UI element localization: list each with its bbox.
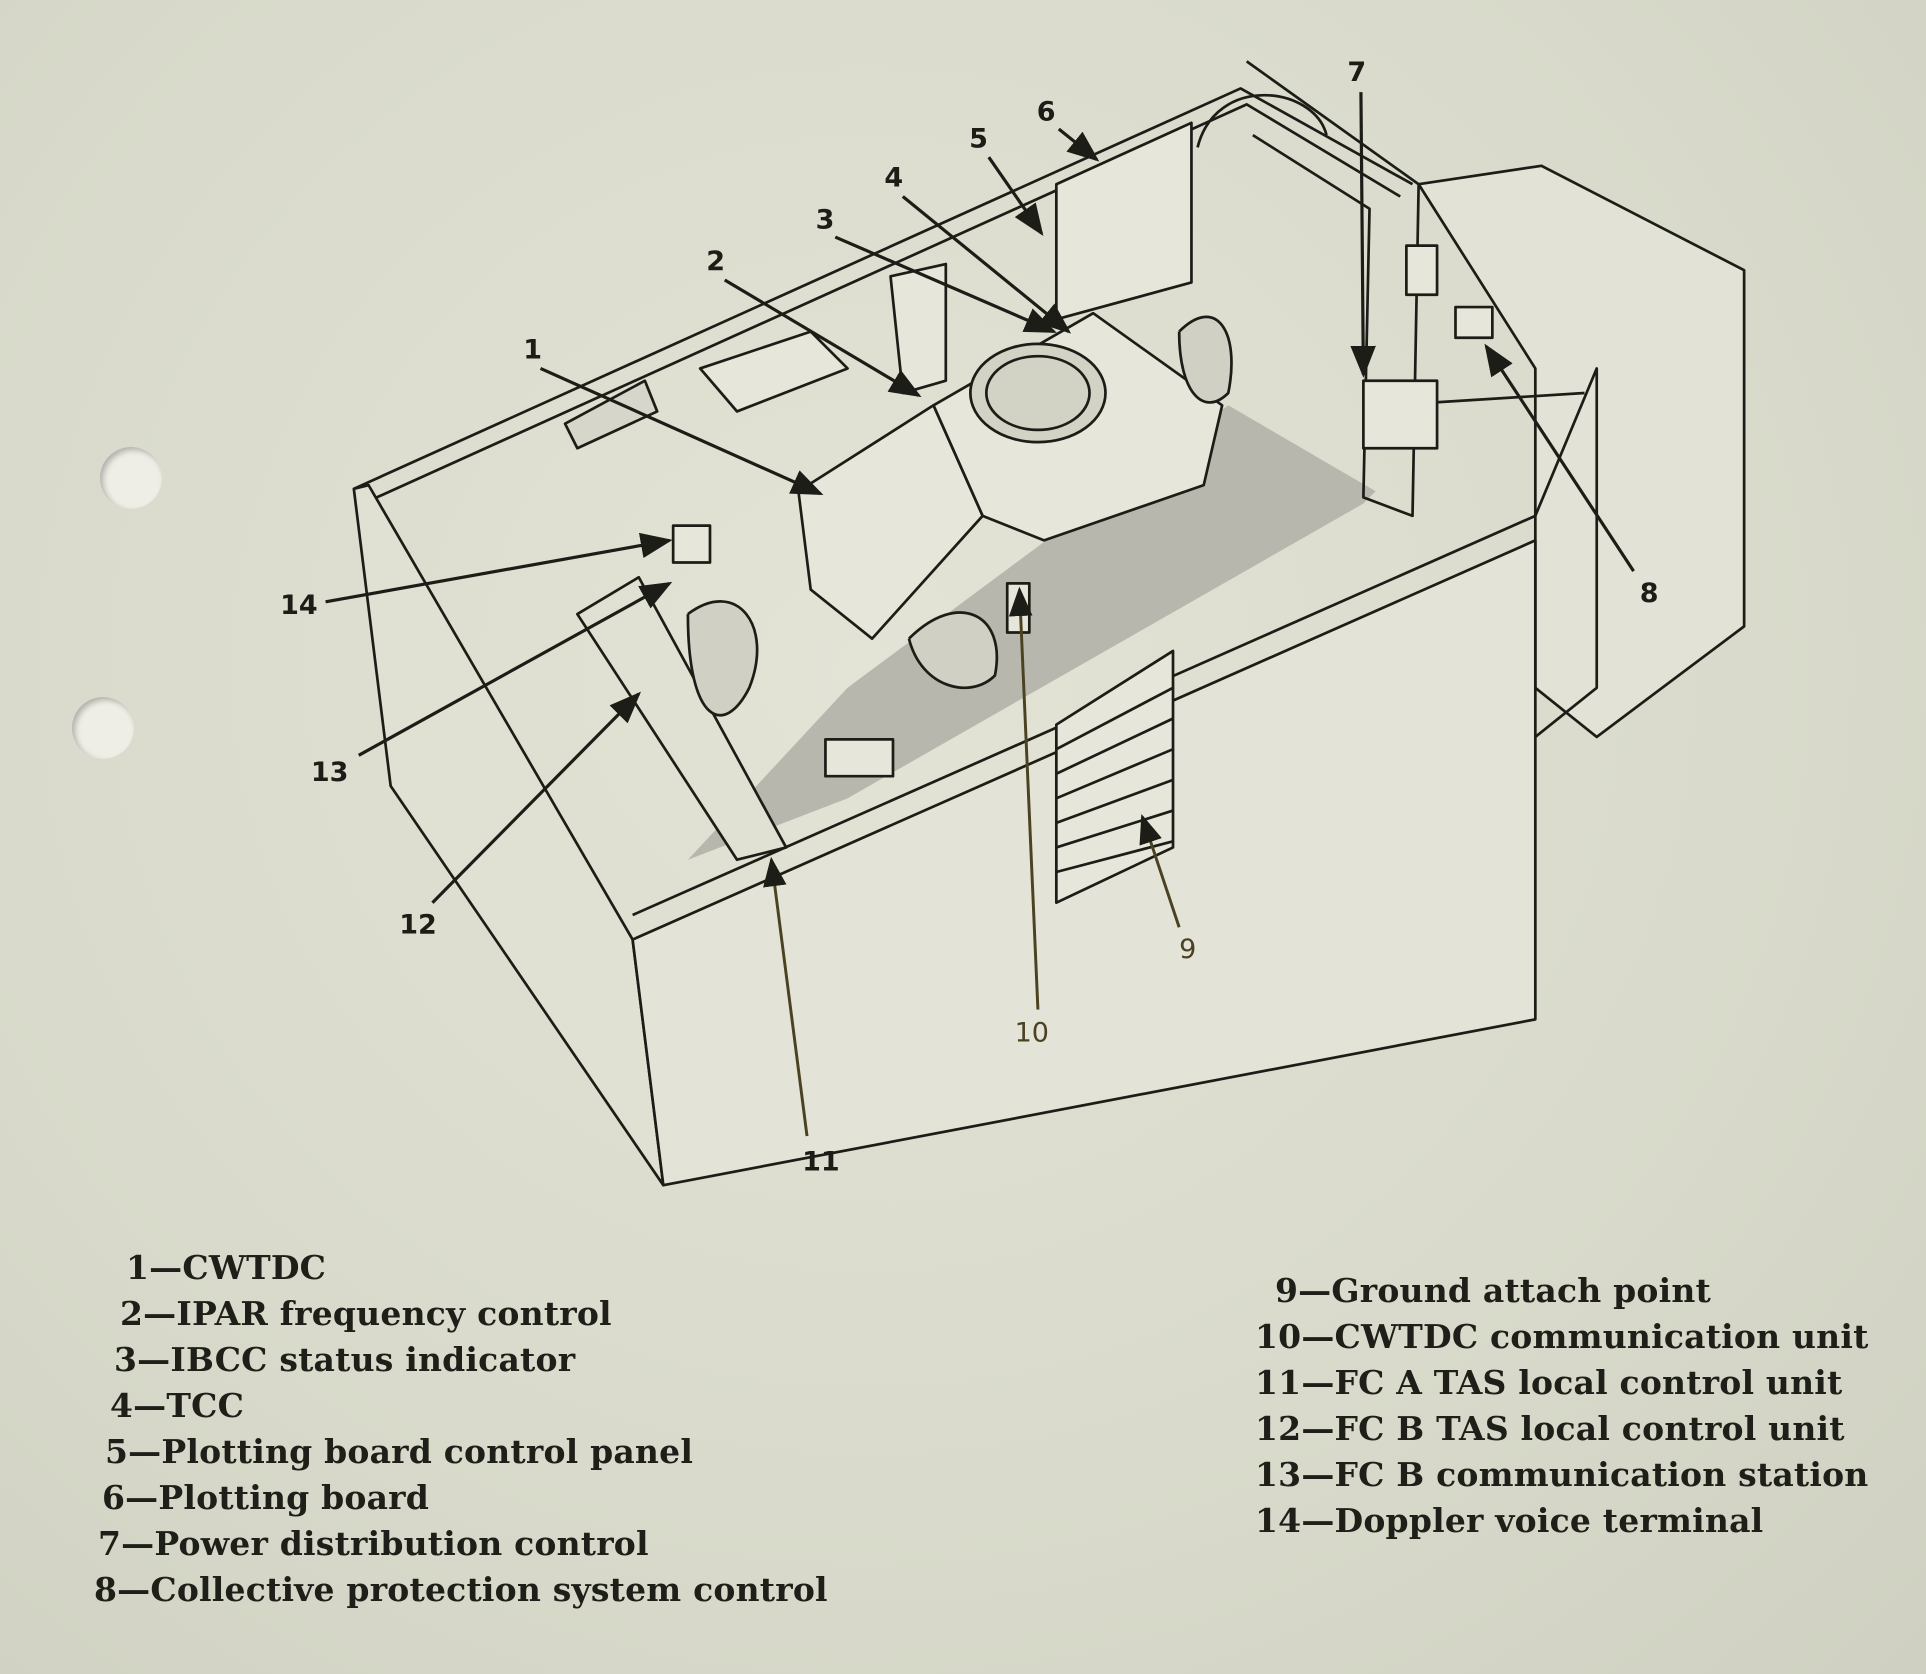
legend-item-13: 13—FC B communication station [1255, 1455, 1869, 1494]
fc-b-workstation [576, 575, 788, 862]
door-frame [1245, 60, 1421, 518]
leader-8 [1484, 343, 1635, 572]
legend-item-9: 9—Ground attach point [1275, 1271, 1711, 1310]
leader-13 [357, 581, 673, 757]
legend-item-7: 7—Power distribution control [98, 1524, 649, 1563]
plotting-board [1054, 121, 1193, 321]
callout-12: 12 [399, 909, 437, 940]
callout-11: 11 [802, 1146, 840, 1177]
legend-right: 9—Ground attach point 10—CWTDC communica… [1255, 1268, 1869, 1544]
legend-left: 1—CWTDC 2—IPAR frequency control 3—IBCC … [94, 1245, 828, 1613]
leader-3 [834, 235, 1057, 334]
legend-item-8: 8—Collective protection system control [94, 1570, 828, 1609]
callout-3: 3 [816, 204, 835, 235]
leader-14 [325, 532, 673, 604]
binder-hole [72, 697, 134, 759]
callout-10: 10 [1015, 1017, 1049, 1048]
leader-1 [539, 366, 824, 496]
leader-9 [1139, 813, 1181, 928]
legend-item-14: 14—Doppler voice terminal [1255, 1501, 1764, 1540]
louver-vent [1054, 649, 1175, 905]
legend-item-3: 3—IBCC status indicator [114, 1340, 576, 1379]
legend-item-2: 2—IPAR frequency control [120, 1294, 612, 1333]
callout-5: 5 [969, 123, 988, 154]
callout-9: 9 [1179, 934, 1196, 965]
legend-item-12: 12—FC B TAS local control unit [1255, 1409, 1845, 1448]
legend-item-10: 10—CWTDC communication unit [1255, 1317, 1869, 1356]
radar-scope [969, 342, 1107, 444]
binder-hole [100, 447, 162, 509]
callout-6: 6 [1037, 96, 1056, 127]
legend-item-11: 11—FC A TAS local control unit [1255, 1363, 1843, 1402]
callout-13: 13 [311, 757, 349, 788]
leader-10 [1008, 586, 1040, 1010]
leader-4 [901, 195, 1072, 334]
cwtdc-console [797, 403, 985, 641]
leader-6 [1057, 127, 1100, 162]
legend-item-6: 6—Plotting board [102, 1478, 430, 1517]
legend-item-5: 5—Plotting board control panel [105, 1432, 694, 1471]
callout-7: 7 [1347, 57, 1366, 88]
callout-1: 1 [523, 335, 542, 366]
legend-item-1: 1—CWTDC [126, 1248, 327, 1287]
leader-2 [723, 278, 922, 398]
callout-4: 4 [884, 163, 903, 194]
legend-item-4: 4—TCC [110, 1386, 245, 1425]
leader-12 [431, 691, 642, 904]
leader-7 [1350, 92, 1376, 378]
callout-14: 14 [280, 590, 318, 621]
leader-11 [763, 856, 809, 1137]
callout-8: 8 [1640, 578, 1659, 609]
callout-2: 2 [706, 246, 725, 277]
leader-5 [987, 156, 1044, 236]
